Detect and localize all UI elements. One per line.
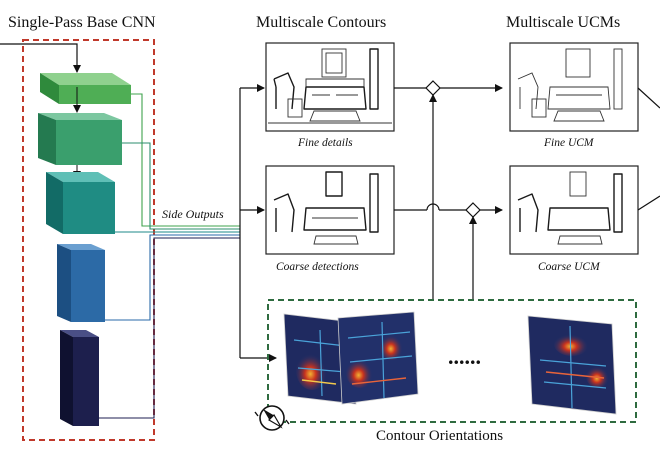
- cnn-block-3: [46, 172, 115, 234]
- side-output-bus: [239, 84, 277, 362]
- title-base-cnn: Single-Pass Base CNN: [8, 14, 156, 31]
- title-multiscale-contours: Multiscale Contours: [256, 14, 386, 31]
- coarse-detections-image: [265, 165, 395, 255]
- orientation-map-2: [337, 311, 419, 405]
- input-arrow: [0, 43, 81, 73]
- merge-node-icon: [425, 80, 441, 96]
- side-output-wire-5: [99, 237, 240, 419]
- caption-coarse-ucm: Coarse UCM: [538, 261, 601, 273]
- connectors: [394, 80, 503, 300]
- cnn-block-2: [38, 113, 122, 165]
- caption-fine-ucm: Fine UCM: [543, 137, 595, 149]
- coarse-ucm-image: [509, 165, 639, 255]
- fine-details-image: [265, 42, 395, 132]
- title-multiscale-ucms: Multiscale UCMs: [506, 14, 620, 31]
- fine-ucm-output-line: [637, 87, 660, 109]
- compass-icon: [254, 405, 290, 431]
- orientation-map-3: [527, 315, 617, 415]
- cnn-block-4: [57, 244, 105, 322]
- merge-node-icon: [465, 202, 481, 218]
- cnn-block-5: [60, 330, 99, 426]
- caption-coarse-detections: Coarse detections: [276, 261, 359, 273]
- orientation-map-1: [283, 313, 357, 405]
- label-contour-orientations: Contour Orientations: [376, 428, 503, 444]
- side-output-wires: [99, 93, 240, 419]
- orientation-frame: [267, 299, 637, 423]
- side-output-wire-1: [131, 93, 240, 227]
- side-output-wire-4: [105, 234, 240, 321]
- coarse-ucm-output-line: [637, 195, 660, 211]
- cnn-block-1: [40, 73, 131, 104]
- side-output-wire-2: [122, 142, 240, 230]
- ellipsis-dots: ......: [448, 344, 481, 369]
- caption-fine-details: Fine details: [297, 137, 353, 149]
- fine-ucm-image: [509, 42, 639, 132]
- side-outputs-label: Side Outputs: [162, 207, 224, 221]
